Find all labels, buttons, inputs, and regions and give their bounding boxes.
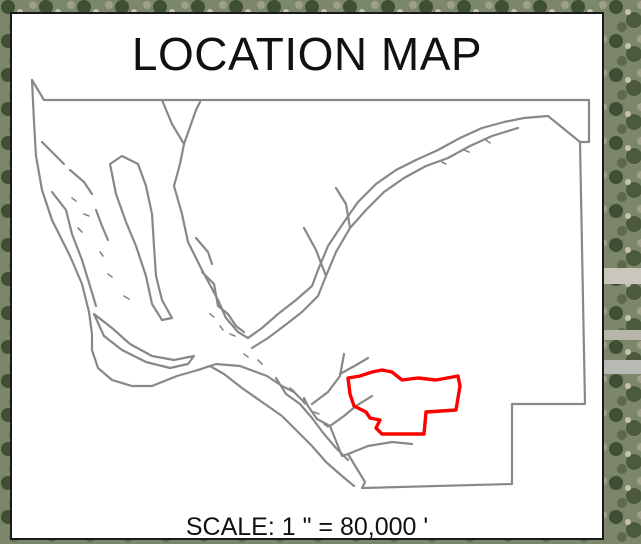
map-title: LOCATION MAP (131, 28, 483, 80)
location-map-panel: LOCATION MAP SCALE: 1 " = 80,000 ' (10, 12, 604, 540)
sanibel-island (92, 312, 196, 370)
caloosahatchee-river-south-bank (250, 126, 520, 350)
marsh-islands (71, 139, 491, 428)
harbor-coastline (160, 98, 250, 340)
orange-river (302, 186, 352, 278)
imperial-river (310, 352, 414, 456)
estero-bay-coast (196, 364, 356, 488)
project-site-boundary (346, 368, 462, 436)
caloosahatchee-river (246, 114, 582, 340)
county-boundary (30, 78, 591, 490)
barrier-islands (40, 140, 110, 308)
county-map (30, 78, 591, 490)
scale-label: SCALE: 1 " = 80,000 ' (185, 513, 429, 540)
pine-island (108, 154, 174, 322)
cape-coral-coast (194, 236, 246, 334)
